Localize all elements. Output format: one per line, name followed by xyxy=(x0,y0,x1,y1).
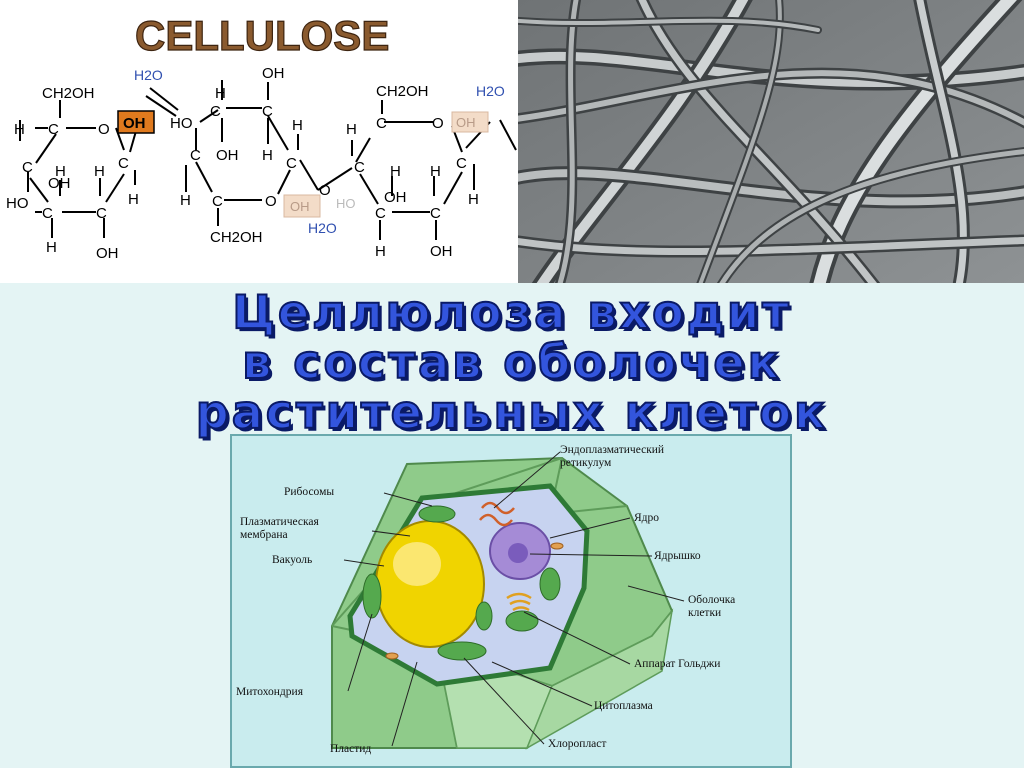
svg-text:C: C xyxy=(22,159,33,176)
golgi-apparatus xyxy=(506,592,532,612)
svg-text:H: H xyxy=(215,85,226,102)
svg-text:OH: OH xyxy=(430,243,453,260)
svg-text:C: C xyxy=(96,205,107,222)
plant-cell-illustration xyxy=(331,451,685,750)
svg-text:H: H xyxy=(390,163,401,180)
svg-text:H: H xyxy=(468,191,479,208)
svg-text:H: H xyxy=(375,243,386,260)
chloroplast-1 xyxy=(362,573,382,619)
svg-text:OH: OH xyxy=(96,245,119,262)
nucleolus xyxy=(508,543,528,563)
svg-text:C: C xyxy=(354,159,365,176)
svg-text:C: C xyxy=(262,103,273,120)
svg-text:H: H xyxy=(46,239,57,256)
water-label-1: H2O xyxy=(134,67,163,83)
cellulose-fibers-micrograph xyxy=(518,0,1024,283)
ring-3-atoms: CH2OH H C O C H OH H C H C C H OH xyxy=(346,83,479,260)
chloroplast-3 xyxy=(505,610,539,632)
svg-text:C: C xyxy=(190,147,201,164)
svg-text:OH: OH xyxy=(384,189,407,206)
headline-line-2: в состав оболочек xyxy=(241,334,782,390)
svg-text:O: O xyxy=(319,182,331,199)
svg-text:H: H xyxy=(55,163,66,180)
svg-text:H: H xyxy=(346,121,357,138)
svg-text:HO: HO xyxy=(170,115,193,132)
svg-text:H: H xyxy=(128,191,139,208)
label-vacuole: Вакуоль xyxy=(272,554,313,566)
svg-text:C: C xyxy=(430,205,441,222)
label-cytoplasm: Цитоплазма xyxy=(594,700,653,712)
faded-oh-middle: OH xyxy=(290,199,310,214)
chloroplast-5 xyxy=(418,505,456,523)
label-nucleus: Ядро xyxy=(634,512,660,524)
svg-text:OH: OH xyxy=(48,175,71,192)
ring-1-atoms: CH2OH H C O OH C H OH H C H HO C C H OH xyxy=(6,85,146,262)
headline-line-1: Целлюлоза входит xyxy=(231,284,792,340)
svg-text:C: C xyxy=(42,205,53,222)
svg-text:HO: HO xyxy=(6,195,29,212)
highlight-oh-middle xyxy=(283,194,321,218)
svg-text:CH2OH: CH2OH xyxy=(42,85,95,102)
svg-text:OH: OH xyxy=(123,115,146,132)
faded-h-middle: HO xyxy=(336,196,356,211)
svg-text:C: C xyxy=(286,155,297,172)
svg-text:H: H xyxy=(430,163,441,180)
svg-text:C: C xyxy=(456,155,467,172)
svg-text:C: C xyxy=(375,205,386,222)
svg-text:C: C xyxy=(210,103,221,120)
svg-text:H: H xyxy=(262,147,273,164)
faded-oh-right: OH xyxy=(456,115,476,130)
leader-lines xyxy=(343,451,685,747)
label-mitochondria: Митохондрия xyxy=(236,686,303,698)
highlight-oh-left xyxy=(117,110,155,134)
svg-text:O: O xyxy=(265,193,277,210)
label-plastid: Пластид xyxy=(330,743,372,755)
svg-text:C: C xyxy=(48,121,59,138)
label-nucleolus: Ядрышко xyxy=(654,550,701,562)
vacuole xyxy=(375,520,485,648)
label-golgi: Аппарат Гольджи xyxy=(634,658,721,670)
svg-text:CH2OH: CH2OH xyxy=(376,83,429,100)
micrograph-image xyxy=(518,0,1024,283)
svg-text:O: O xyxy=(98,121,110,138)
svg-text:H: H xyxy=(94,163,105,180)
chloroplast-4 xyxy=(539,567,561,601)
svg-text:OH: OH xyxy=(262,65,285,82)
svg-text:H: H xyxy=(292,117,303,134)
svg-text:O: O xyxy=(432,115,444,132)
ring-2-atoms: OH H HO C C OH H H C C H C O CH2OH O xyxy=(170,65,331,246)
chloroplast-2 xyxy=(437,641,487,661)
cellulose-structure: CELLULOSE xyxy=(6,11,517,262)
label-ribosomes: Рибосомы xyxy=(284,486,335,498)
cellulose-structure-panel: CELLULOSE xyxy=(0,0,518,283)
bond-lines xyxy=(19,80,517,240)
headline-block: Целлюлоза входит в состав оболочек расти… xyxy=(0,283,1024,440)
svg-text:CH2OH: CH2OH xyxy=(210,229,263,246)
svg-text:H: H xyxy=(14,121,25,138)
structure-title: CELLULOSE xyxy=(135,12,389,59)
svg-text:C: C xyxy=(212,193,223,210)
water-label-2: H2O xyxy=(308,220,337,236)
water-label-3: H2O xyxy=(476,83,505,99)
highlight-oh-right xyxy=(451,111,489,133)
svg-text:C: C xyxy=(376,115,387,132)
label-chloroplast: Хлоропласт xyxy=(548,738,607,750)
svg-text:C: C xyxy=(118,155,129,172)
headline-line-3: растительных клеток xyxy=(195,384,829,440)
svg-text:H: H xyxy=(180,192,191,209)
endoplasmic-reticulum xyxy=(479,501,515,527)
svg-text:OH: OH xyxy=(216,147,239,164)
